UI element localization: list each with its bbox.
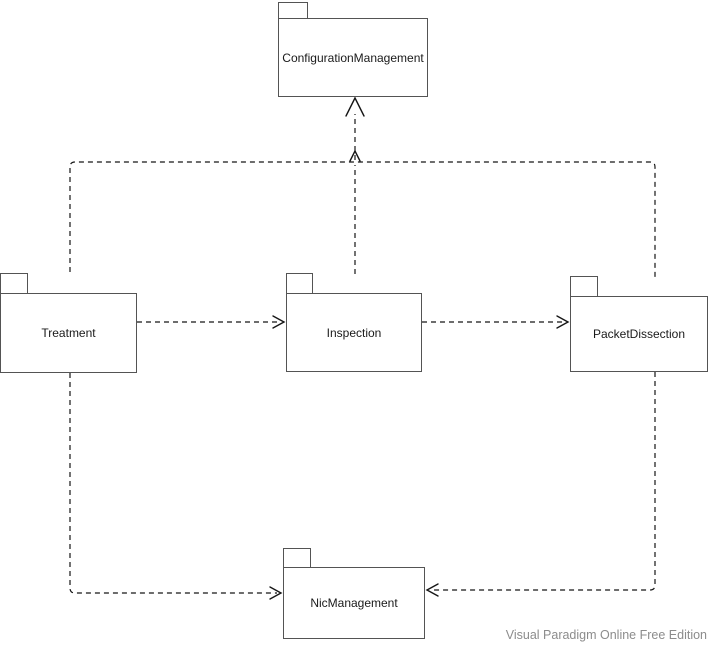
watermark-text: Visual Paradigm Online Free Edition (505, 628, 707, 642)
package-body: Treatment (0, 293, 137, 373)
package-tab (286, 273, 313, 293)
dependency-inspection-to-configurationmanagement[interactable] (345, 96, 365, 274)
dependency-packetdissection-to-nicmanagement[interactable] (425, 372, 656, 597)
package-body: Inspection (286, 293, 422, 372)
package-label: NicManagement (310, 596, 398, 610)
arrowhead-right (269, 586, 283, 600)
arrowhead-right (272, 315, 286, 329)
package-body: NicManagement (283, 567, 425, 639)
dependency-treatment-and-packetdissection-to-configurationmanagement[interactable] (69, 161, 656, 279)
package-label: PacketDissection (592, 327, 686, 341)
package-label: Treatment (41, 326, 96, 340)
package-tab (0, 273, 28, 293)
dependency-inspection-to-packetdissection[interactable] (422, 315, 570, 329)
arrowhead-up-large (345, 96, 365, 117)
package-tab (278, 2, 308, 18)
package-tab (283, 548, 311, 567)
package-body: PacketDissection (570, 296, 708, 372)
dependency-treatment-to-nicmanagement[interactable] (69, 373, 283, 600)
arrowhead-left (425, 583, 439, 597)
package-label: ConfigurationManagement (282, 50, 424, 65)
package-body: ConfigurationManagement (278, 18, 428, 97)
arrowhead-right (556, 315, 570, 329)
package-label: Inspection (326, 325, 382, 340)
dependency-treatment-to-inspection[interactable] (137, 315, 286, 329)
package-tab (570, 276, 598, 296)
